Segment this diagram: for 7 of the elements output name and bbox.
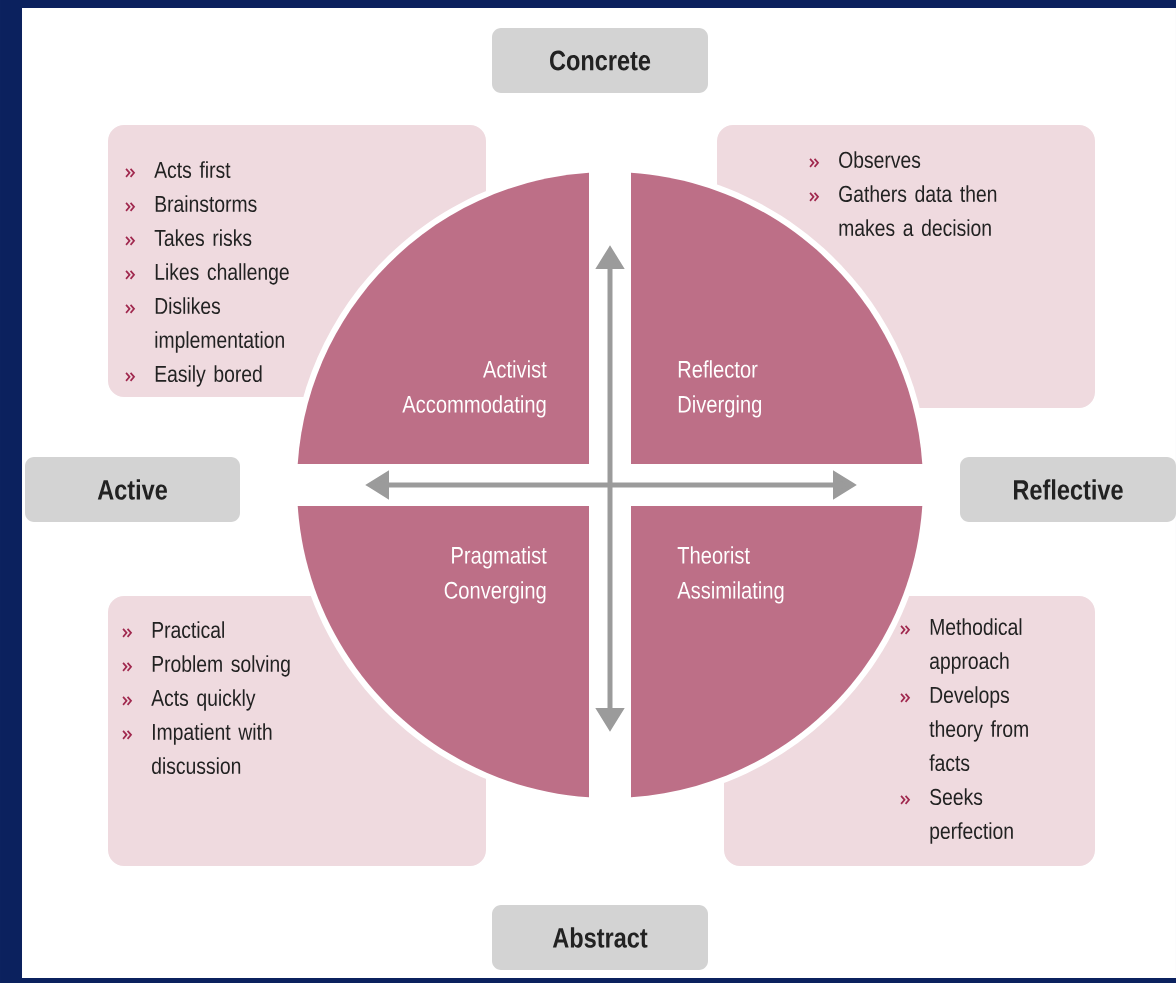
quadrant: Pragmatist Converging <box>297 506 589 798</box>
axis-label-box: Active <box>25 457 240 522</box>
quadrant: Activist Accommodating <box>297 172 589 464</box>
axis-label-box: Abstract <box>492 905 708 970</box>
axis-label-box: Reflective <box>960 457 1176 522</box>
quadrant: Theorist Assimilating <box>631 506 923 798</box>
axis-label-box: Concrete <box>492 28 708 93</box>
